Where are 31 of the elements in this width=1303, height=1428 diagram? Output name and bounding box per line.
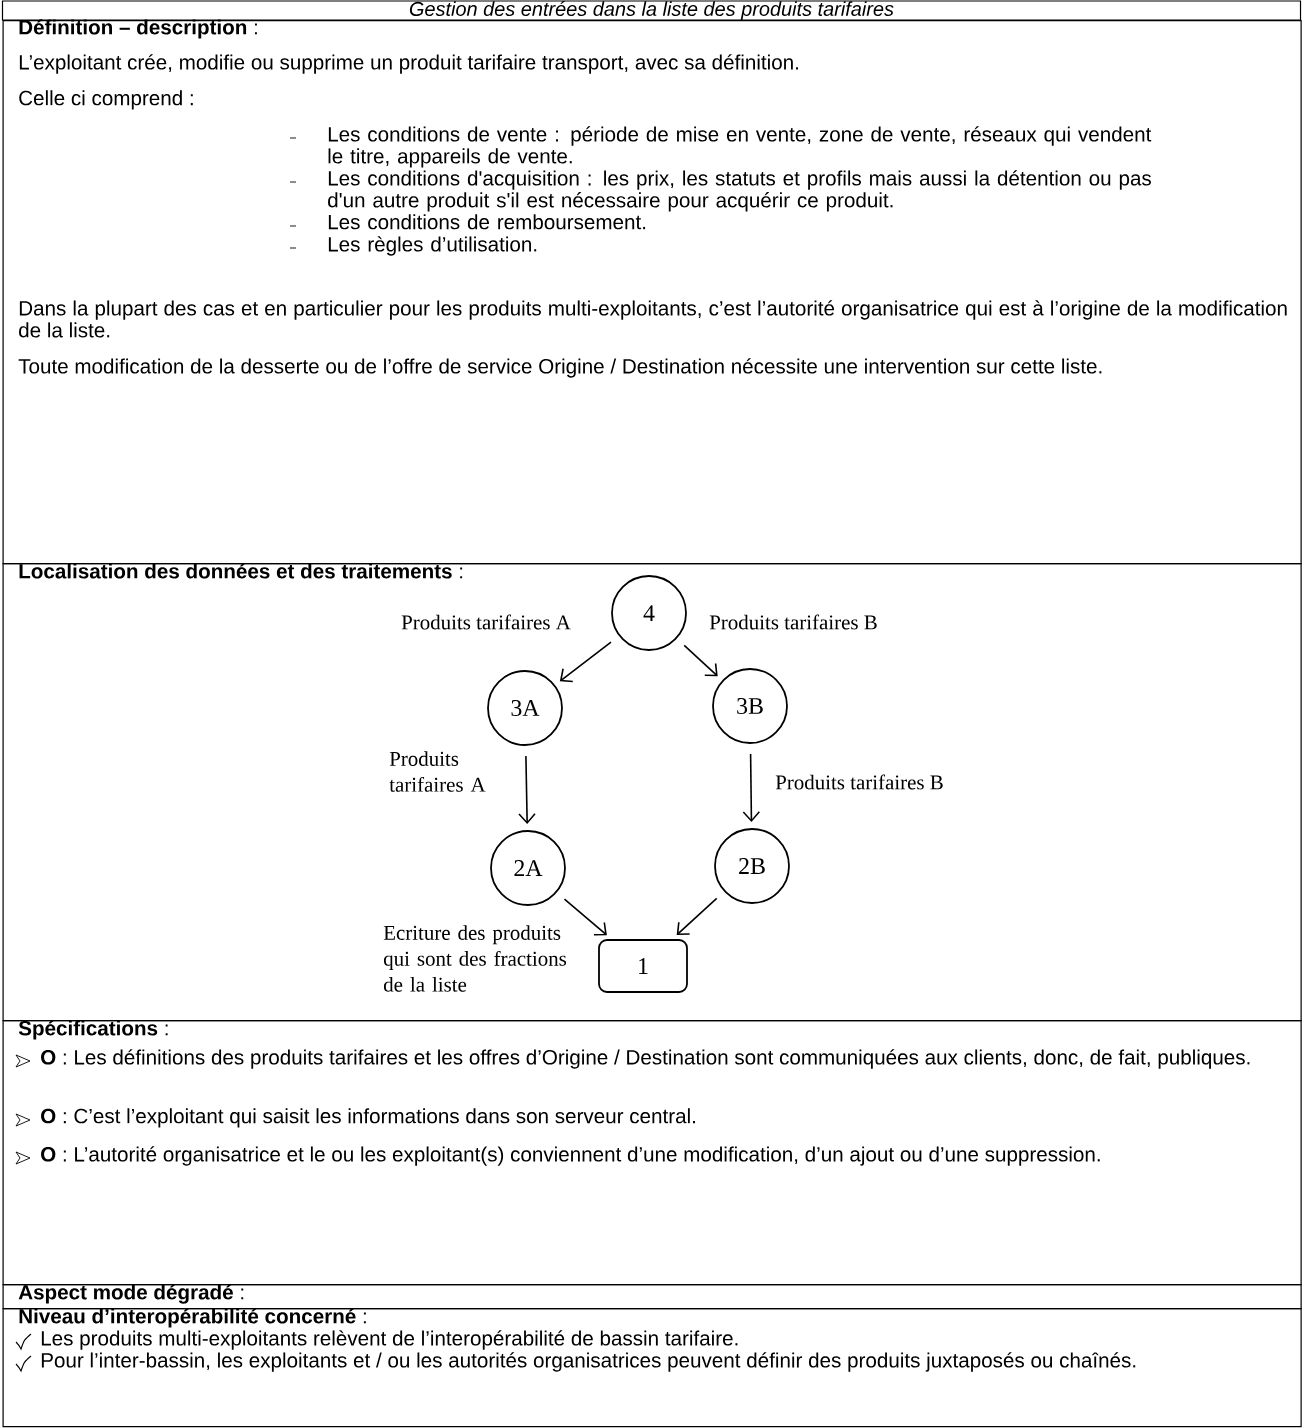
edge-label: Produits tarifaires A <box>388 750 491 793</box>
paragraph: Dans la plupart des cas et en particulier pour les produits multi-exploitants, c’est l’autorité organisatrice qui est à l’origine de la modification de la liste. <box>19 300 1287 338</box>
list-item: O : Les définitions des produits tarifaires et les offres d’Origine / Destination sont communiquées aux clients, donc, de fait, publiques. <box>41 1049 1250 1069</box>
list-item: O : L’autorité organisatrice et le ou les exploitant(s) conviennent d’une modification, d’un ajout ou d’une suppression. <box>41 1146 1100 1166</box>
title-band: Gestion des entrées dans la liste des produits tarifaires <box>1 0 1302 21</box>
section-heading: Niveau d’interopérabilité concerné : <box>19 1308 366 1328</box>
edge-label: Produits tarifaires B <box>774 773 945 791</box>
list-item: Les règles d’utilisation. <box>328 236 537 256</box>
arrow <box>742 753 761 823</box>
arrow <box>559 641 612 683</box>
arrow <box>518 755 536 825</box>
annotation-text: Ecriture des produits qui sont des fractions de la liste <box>383 925 567 992</box>
process-box: 1 <box>598 939 688 993</box>
section-heading: Localisation des données et des traitements : <box>19 563 463 579</box>
arrow <box>563 898 607 936</box>
arrow <box>683 644 718 677</box>
list-item: Les conditions d'acquisition : les prix, les statuts et profils mais aussi la détention ou pas d'un autre produit s'il est nécessaire pour acquérir ce produit. <box>328 170 1151 212</box>
list-item: Les produits multi-exploitants relèvent de l’interopérabilité de bassin tarifaire. <box>41 1330 738 1350</box>
paragraph: Celle ci comprend : <box>19 90 193 110</box>
section-heading: Aspect mode dégradé : <box>18 1284 244 1304</box>
arrow <box>676 897 718 936</box>
section-heading: Définition – description : <box>19 19 257 39</box>
section-heading: Spécifications : <box>18 1020 168 1040</box>
edge-label: Produits tarifaires B <box>708 613 879 631</box>
paragraph: Toute modification de la desserte ou de l’offre de service Origine / Destination nécessite une intervention sur cette liste. <box>18 358 1102 378</box>
edge-label: Produits tarifaires A <box>400 613 572 631</box>
list-item: Les conditions de vente : période de mise en vente, zone de vente, réseaux qui vendent le titre, appareils de vente. <box>328 126 1152 168</box>
list-item: Les conditions de remboursement. <box>328 214 646 230</box>
paragraph: L’exploitant crée, modifie ou supprime un produit tarifaire transport, avec sa définition. <box>19 54 798 74</box>
list-item: Pour l’inter-bassin, les exploitants et / ou les autorités organisatrices peuvent définir des produits juxtaposés ou chaînés. <box>41 1352 1136 1372</box>
list-item: O : C’est l’exploitant qui saisit les informations dans son serveur central. <box>41 1108 695 1128</box>
